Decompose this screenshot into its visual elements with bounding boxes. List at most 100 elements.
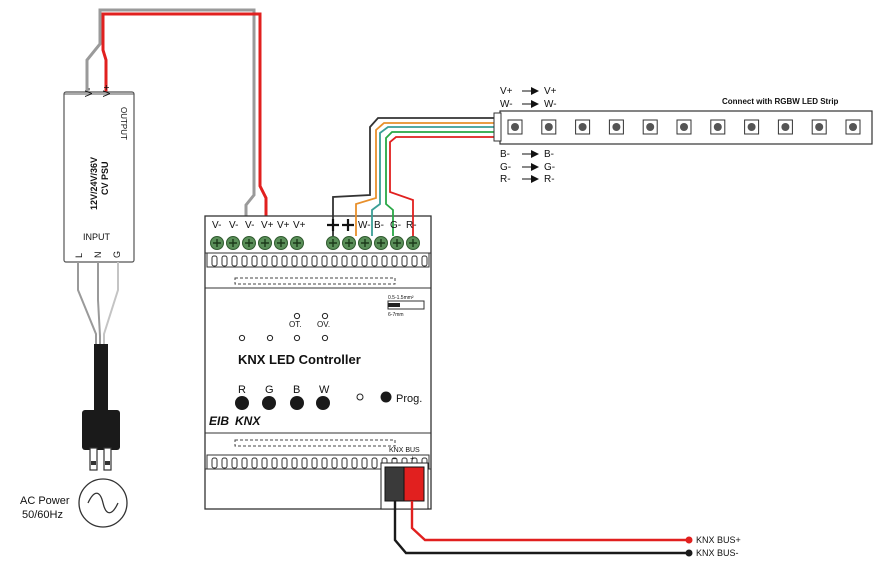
terminal-tooth — [301, 457, 308, 469]
knx-logo: KNX — [235, 414, 261, 428]
terminal-label-left: V- — [229, 220, 238, 231]
ac-frequency-label: 50/60Hz — [22, 509, 63, 521]
terminal-tooth — [251, 255, 258, 267]
terminal-tooth — [321, 255, 328, 267]
strip-leds — [507, 119, 861, 135]
psu-input-wires — [77, 262, 119, 412]
terminal-tooth — [291, 457, 298, 469]
psu-input-label: INPUT — [83, 232, 111, 242]
terminal-tooth — [231, 457, 238, 469]
controller-terminal-teeth-bottom — [211, 457, 428, 469]
eib-logo: EIB — [209, 414, 229, 428]
channel-buttons: R G B W — [235, 384, 330, 410]
channel-button-b[interactable] — [290, 396, 304, 410]
terminal-tooth — [371, 255, 378, 267]
bus-plus-terminal — [685, 536, 693, 544]
terminal-tooth — [221, 255, 228, 267]
bus-minus-label: KNX BUS- — [696, 548, 739, 558]
prog-led — [356, 393, 364, 401]
terminal-tooth — [341, 457, 348, 469]
terminal-tooth — [411, 255, 418, 267]
channel-button-r[interactable] — [235, 396, 249, 410]
terminal-tooth — [331, 457, 338, 469]
strip-mapping-top: V+ V+ W- W- — [500, 86, 557, 110]
terminal-tooth — [361, 457, 368, 469]
strip-led-dot — [646, 123, 655, 131]
status-leds — [238, 312, 329, 342]
plus-icon — [327, 219, 339, 231]
psu-n-label: N — [93, 252, 103, 259]
channel-label: W — [319, 384, 330, 396]
strip-mapping-bottom: B- B- G- G- R- R- — [500, 149, 555, 185]
terminal-screw-icon — [374, 236, 388, 250]
map-to: R- — [544, 174, 555, 185]
strip-led-dot — [578, 123, 587, 131]
map-to: V+ — [544, 86, 557, 97]
psu-vminus-label: V- — [84, 88, 95, 97]
strip-led-dot — [511, 123, 519, 131]
terminal-tooth — [271, 255, 278, 267]
terminal-tooth — [421, 255, 428, 267]
terminal-label-right: W- — [358, 220, 371, 231]
controller-title: KNX LED Controller — [238, 352, 361, 367]
map-to: W- — [544, 99, 557, 110]
terminal-tooth — [311, 457, 318, 469]
prog-button[interactable] — [380, 391, 392, 403]
psu-output-wires — [85, 8, 268, 236]
terminal-tooth — [291, 255, 298, 267]
terminal-screw-icon — [342, 236, 356, 250]
wire-spec-bottom: 6-7mm — [388, 312, 404, 318]
terminal-labels-left: V- V- V- V+ V+ V+ — [212, 220, 306, 231]
terminal-label-right: B- — [374, 220, 384, 231]
strip-wires — [332, 117, 500, 236]
ac-power-label: AC Power — [20, 495, 70, 507]
terminal-screw-icon — [242, 236, 256, 250]
strip-led-dot — [849, 123, 857, 131]
terminal-screw-icon — [406, 236, 420, 250]
channel-label: R — [238, 384, 246, 396]
terminal-screws — [210, 236, 420, 250]
channel-button-g[interactable] — [262, 396, 276, 410]
map-from: B- — [500, 149, 510, 160]
ac-plug — [82, 410, 120, 471]
terminal-tooth — [311, 255, 318, 267]
terminal-tooth — [341, 255, 348, 267]
terminal-tooth — [241, 255, 248, 267]
terminal-tooth — [301, 255, 308, 267]
terminal-tooth — [371, 457, 378, 469]
terminal-tooth — [281, 457, 288, 469]
terminal-screw-icon — [358, 236, 372, 250]
channel-button-w[interactable] — [316, 396, 330, 410]
terminal-tooth — [251, 457, 258, 469]
terminal-tooth — [221, 457, 228, 469]
terminal-tooth — [351, 255, 358, 267]
terminal-tooth — [331, 255, 338, 267]
psu-output-label: OUTPUT — [119, 107, 128, 140]
terminal-tooth — [231, 255, 238, 267]
strip-title: Connect with RGBW LED Strip — [722, 97, 839, 106]
terminal-tooth — [261, 255, 268, 267]
terminal-tooth — [381, 255, 388, 267]
psu-type-line2: CV PSU — [100, 161, 110, 195]
terminal-label-left: V+ — [277, 220, 290, 231]
terminal-screw-icon — [258, 236, 272, 250]
terminal-label-left: V+ — [293, 220, 306, 231]
terminal-tooth — [321, 457, 328, 469]
channel-label: G — [265, 384, 274, 396]
terminal-tooth — [271, 457, 278, 469]
psu-vplus-label: V+ — [102, 84, 113, 97]
psu-box — [63, 91, 135, 263]
channel-label: B — [293, 384, 300, 396]
map-from: G- — [500, 162, 511, 173]
terminal-tooth — [261, 457, 268, 469]
terminal-label-left: V+ — [261, 220, 274, 231]
led-ot-label: OT. — [289, 320, 301, 329]
controller-terminal-teeth-top — [211, 255, 428, 267]
terminal-screw-icon — [226, 236, 240, 250]
map-from: W- — [500, 99, 513, 110]
knx-bus-plus-label: + — [410, 454, 415, 463]
terminal-plus-icons — [327, 219, 354, 231]
strip-led-dot — [747, 123, 756, 131]
knx-bus-connector — [380, 462, 429, 510]
